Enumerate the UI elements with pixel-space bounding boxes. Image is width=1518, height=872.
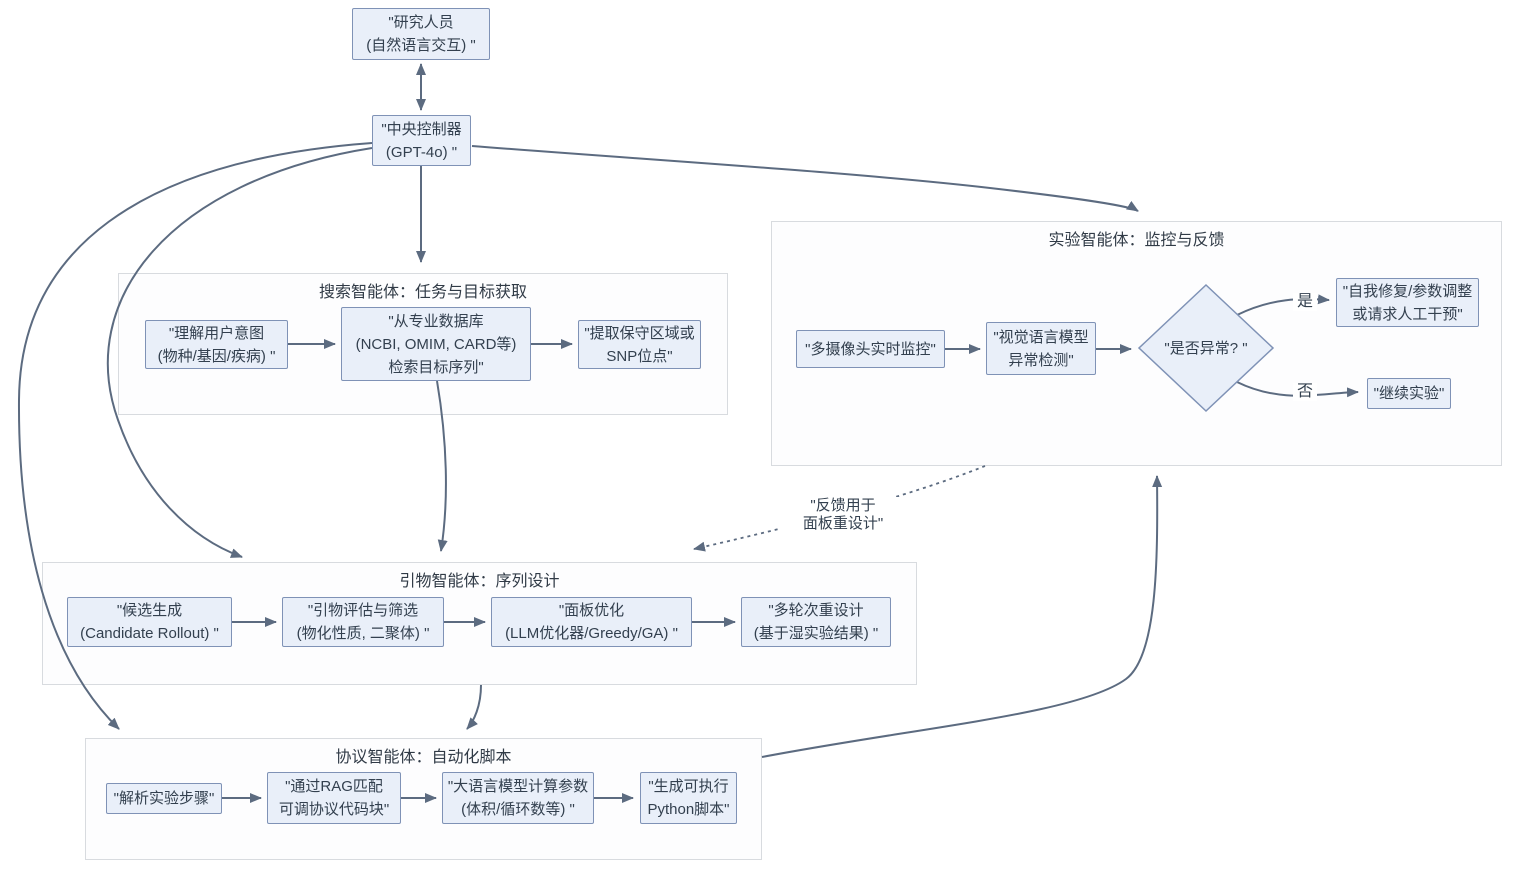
edge-label-yes: 是 <box>1293 293 1317 311</box>
decision-diamond-shape <box>1137 283 1275 413</box>
group-experiment-agent-title: 实验智能体：监控与反馈 <box>1048 232 1225 249</box>
node-camera-monitor: "多摄像头实时监控" <box>796 330 945 368</box>
node-parse-steps: "解析实验步骤" <box>106 783 222 814</box>
group-search-agent-title: 搜索智能体：任务与目标获取 <box>318 284 527 301</box>
edge-controller-to-protocol-group <box>17 142 373 730</box>
node-retrieve-database: "从专业数据库 (NCBI, OMIM, CARD等) 检索目标序列" <box>341 307 531 381</box>
node-researcher: "研究人员 (自然语言交互) " <box>352 8 490 60</box>
edge-controller-to-primer-group <box>106 147 373 558</box>
edge-label-no: 否 <box>1293 383 1317 401</box>
node-central-controller: "中央控制器 (GPT-4o) " <box>372 115 471 166</box>
edge-decision-yes-to-selfrepair <box>1236 294 1330 316</box>
node-decision-abnormal: "是否异常? " <box>1164 339 1248 357</box>
edge-retrievedb-to-primer-group <box>436 380 448 552</box>
edge-protocol-group-to-experiment-group <box>761 475 1163 758</box>
edge-primer-group-to-protocol-group <box>466 684 482 730</box>
node-self-repair: "自我修复/参数调整 或请求人工干预" <box>1336 278 1479 327</box>
node-multi-round-redesign: "多轮次重设计 (基于湿实验结果) " <box>741 597 891 647</box>
node-llm-parameters: "大语言模型计算参数 (体积/循环数等) " <box>442 772 594 824</box>
node-panel-optimization: "面板优化 (LLM优化器/Greedy/GA) " <box>491 597 692 647</box>
node-primer-evaluation: "引物评估与筛选 (物化性质, 二聚体) " <box>282 597 444 647</box>
group-protocol-agent-title: 协议智能体：自动化脚本 <box>335 749 512 766</box>
node-generate-python-script: "生成可执行 Python脚本" <box>640 772 737 824</box>
group-primer-agent-title: 引物智能体：序列设计 <box>399 573 560 590</box>
node-vlm-detect: "视觉语言模型 异常检测" <box>986 322 1096 375</box>
node-continue-experiment: "继续实验" <box>1367 378 1451 409</box>
edge-controller-to-experiment-group <box>471 145 1139 212</box>
node-extract-snp: "提取保守区域或 SNP位点" <box>578 320 701 369</box>
node-understand-intent: "理解用户意图 (物种/基因/疾病) " <box>145 320 288 369</box>
edge-label-feedback: "反馈用于 面板重设计" <box>781 497 905 533</box>
node-rag-match: "通过RAG匹配 可调协议代码块" <box>267 772 401 824</box>
node-candidate-generation: "候选生成 (Candidate Rollout) " <box>67 597 232 647</box>
